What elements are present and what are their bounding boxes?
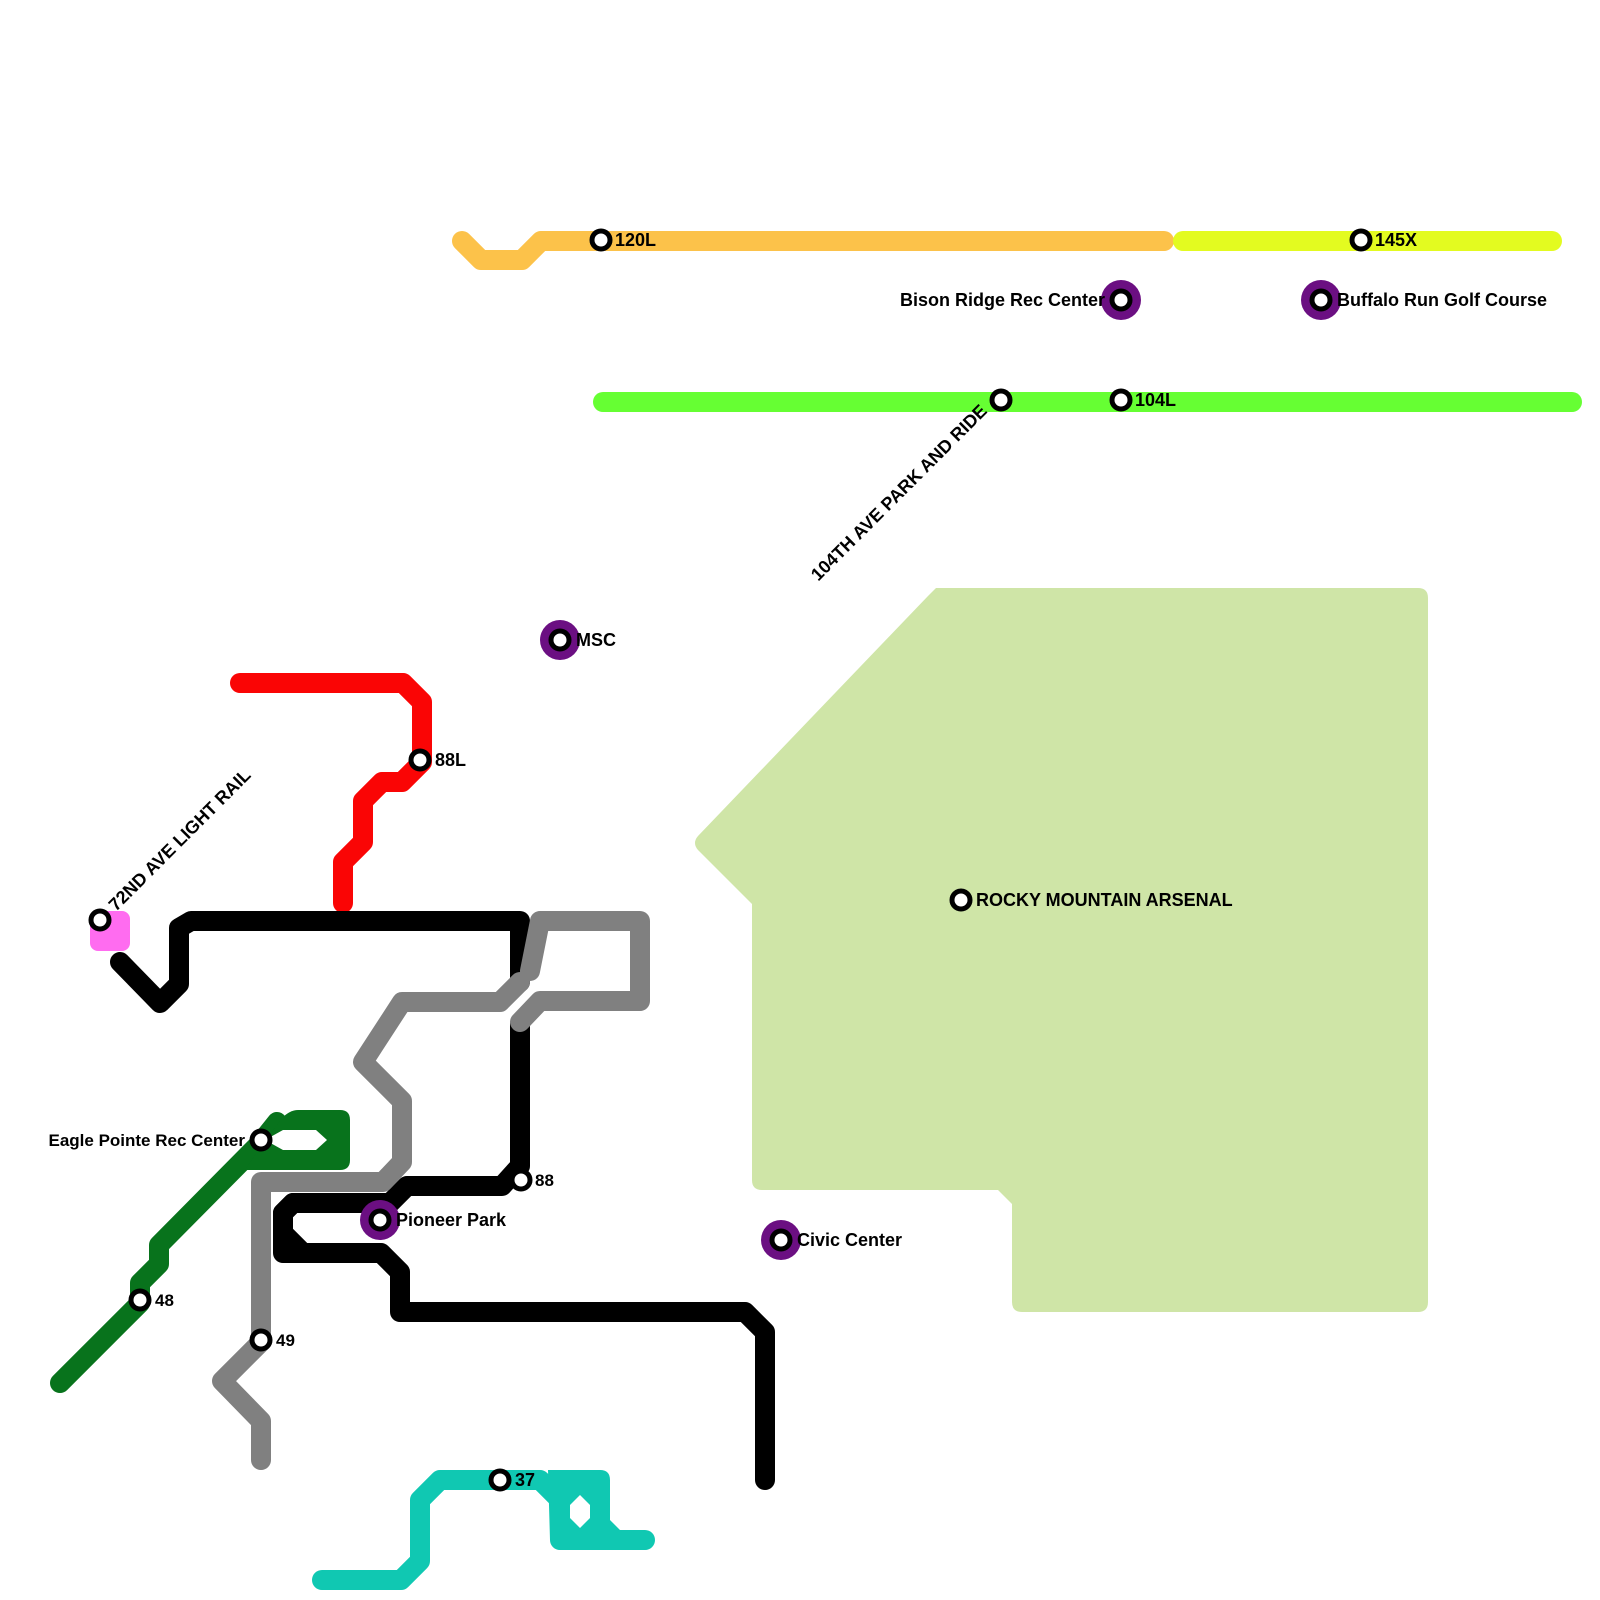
route-120L-line[interactable] <box>452 231 1174 270</box>
station-48[interactable]: 48 <box>128 1288 174 1312</box>
route-88-loop[interactable] <box>273 1193 313 1263</box>
station-msc[interactable]: MSC <box>548 628 616 652</box>
station-label: 48 <box>155 1291 174 1310</box>
route-88-line-south[interactable] <box>273 1014 775 1490</box>
station-label: 88 <box>535 1171 554 1190</box>
station-label: Pioneer Park <box>396 1210 507 1230</box>
park-rocky-mountain-arsenal <box>695 588 1428 1312</box>
station-label: 88L <box>435 750 466 770</box>
route-gray-line[interactable] <box>212 972 530 1470</box>
station-rocky-mountain-arsenal[interactable]: ROCKY MOUNTAIN ARSENAL <box>949 888 1233 912</box>
station-label: ROCKY MOUNTAIN ARSENAL <box>976 890 1233 910</box>
station-eagle-pointe[interactable]: Eagle Pointe Rec Center <box>48 1128 273 1152</box>
station-label: 104TH AVE PARK AND RIDE <box>807 401 991 585</box>
route-88-line[interactable] <box>110 911 530 1013</box>
station-88L[interactable]: 88L <box>408 748 466 772</box>
station-145X[interactable]: 145X <box>1349 228 1417 252</box>
route-48-loop-inner <box>265 1130 327 1150</box>
station-pioneer-park[interactable]: Pioneer Park <box>368 1208 507 1232</box>
station-label: 145X <box>1375 230 1417 250</box>
station-49[interactable]: 49 <box>249 1328 295 1352</box>
station-buffalo-run[interactable]: Buffalo Run Golf Course <box>1309 288 1547 312</box>
station-72nd-light-rail[interactable]: 72ND AVE LIGHT RAIL <box>88 765 255 932</box>
route-37-block-inner <box>570 1495 590 1528</box>
station-label: Bison Ridge Rec Center <box>900 290 1105 310</box>
station-label: MSC <box>576 630 616 650</box>
station-label: 49 <box>276 1331 295 1350</box>
station-120L[interactable]: 120L <box>589 228 656 252</box>
station-civic-center[interactable]: Civic Center <box>769 1228 902 1252</box>
station-label: Buffalo Run Golf Course <box>1337 290 1547 310</box>
route-gray-loop[interactable] <box>510 911 650 1032</box>
station-37[interactable]: 37 <box>488 1468 535 1492</box>
station-104L[interactable]: 104L <box>1109 388 1176 412</box>
route-48-line[interactable] <box>50 1112 287 1393</box>
station-label: 72ND AVE LIGHT RAIL <box>105 765 255 915</box>
route-gray-loop-inner <box>553 931 630 991</box>
station-88[interactable]: 88 <box>509 1168 554 1192</box>
station-label: 120L <box>615 230 656 250</box>
station-label: Civic Center <box>797 1230 902 1250</box>
station-label: Eagle Pointe Rec Center <box>48 1131 245 1150</box>
station-104th-park-and-ride[interactable]: 104TH AVE PARK AND RIDE <box>807 388 1013 585</box>
station-label: 37 <box>515 1470 535 1490</box>
station-bison-ridge[interactable]: Bison Ridge Rec Center <box>900 288 1133 312</box>
station-label: 104L <box>1135 390 1176 410</box>
route-88L-line[interactable] <box>230 673 432 913</box>
